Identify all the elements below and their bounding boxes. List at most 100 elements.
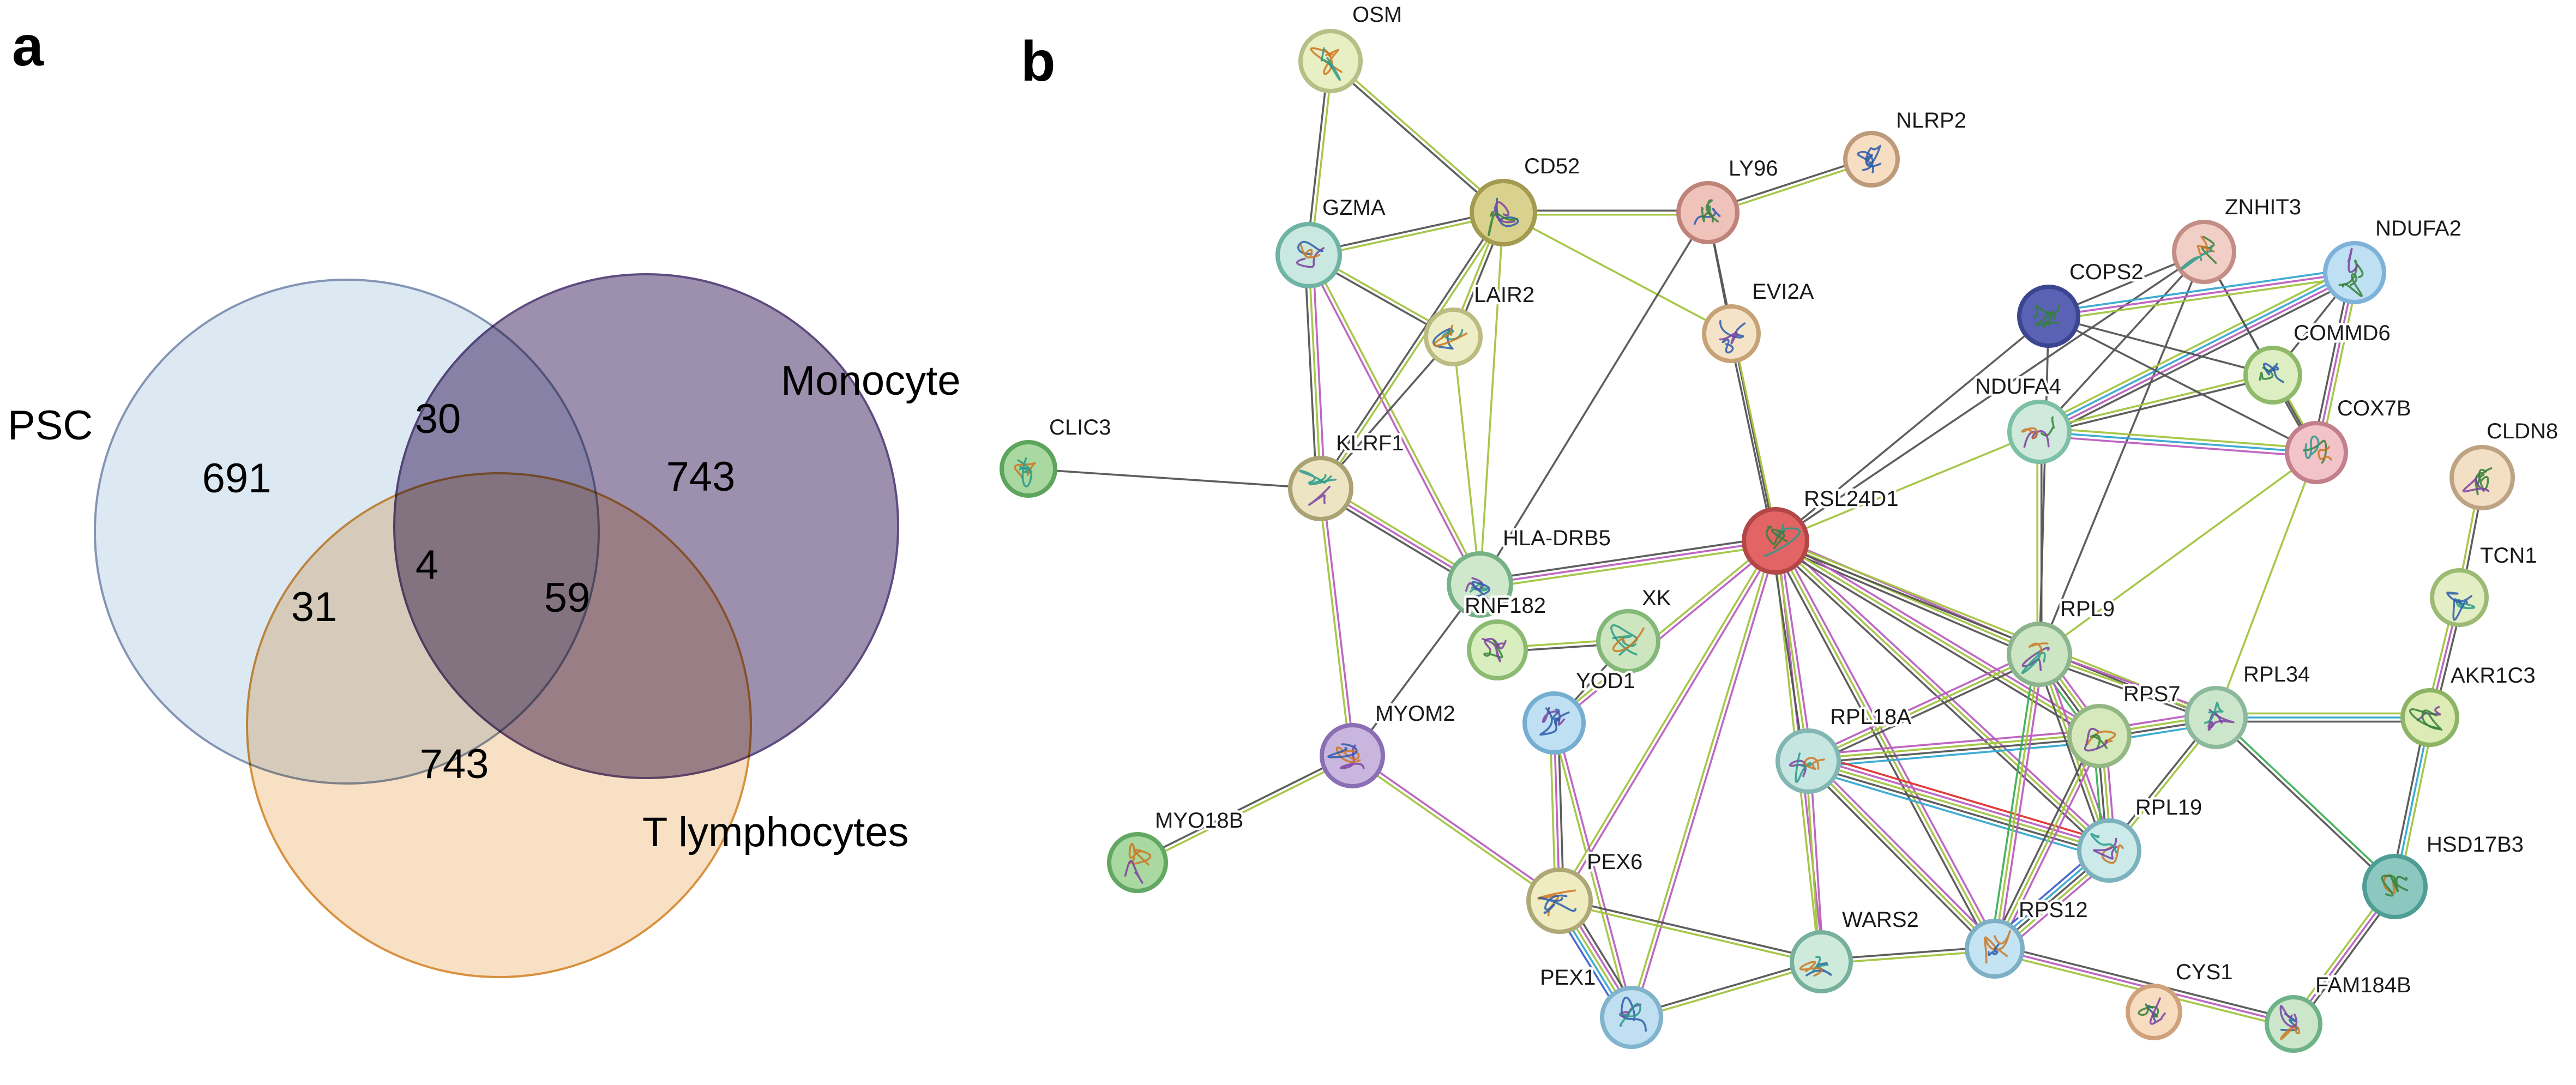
protein-structure-icon bbox=[1705, 199, 1719, 223]
edge-line bbox=[1773, 544, 2039, 659]
edge-line bbox=[2216, 715, 2398, 887]
panel-a-letter: a bbox=[12, 15, 44, 78]
network-edge-NDUFA4-COX7B bbox=[2038, 426, 2318, 458]
network-node-LAIR2 bbox=[1424, 308, 1483, 366]
network-edge-RPL18A-WARS2 bbox=[1805, 760, 1825, 963]
edge-line bbox=[2038, 315, 2050, 655]
protein-structure-icon bbox=[1297, 240, 1323, 255]
edge-line bbox=[1807, 760, 2110, 852]
network-edge-RSL24D1-PEX1 bbox=[1628, 539, 1779, 1019]
edge-line bbox=[1771, 541, 1993, 952]
protein-structure-icon bbox=[2028, 642, 2049, 654]
edge-line bbox=[1628, 539, 1775, 1018]
protein-structure-icon bbox=[2021, 427, 2038, 439]
node-label-COMMD6: COMMD6 bbox=[2294, 321, 2391, 345]
protein-structure-icon bbox=[2138, 1003, 2159, 1018]
protein-structure-icon bbox=[1552, 708, 1560, 725]
protein-structure-icon bbox=[1299, 469, 1332, 484]
node-circle bbox=[2285, 421, 2348, 484]
node-label-PEX6: PEX6 bbox=[1587, 850, 1642, 874]
edge-line bbox=[2038, 251, 2205, 433]
edge-line bbox=[1305, 255, 1479, 587]
network-node-AKR1C3 bbox=[2400, 688, 2459, 747]
network-edge-PEX1-WARS2 bbox=[1630, 959, 1823, 1021]
node-circle bbox=[2449, 445, 2515, 510]
network-edge-GZMA-KLRF1 bbox=[1303, 254, 1326, 490]
network-edge-EVI2A-RSL24D1 bbox=[1728, 332, 1779, 542]
node-label-MYO18B: MYO18B bbox=[1155, 809, 1243, 833]
network-node-RPL34 bbox=[2184, 686, 2248, 749]
edge-line bbox=[1321, 213, 1506, 491]
edge-line bbox=[1810, 757, 1999, 947]
network-edge-RSL24D1-NDUFA4 bbox=[1774, 431, 2041, 542]
edge-line bbox=[2038, 372, 2273, 431]
node-label-NDUFA4: NDUFA4 bbox=[1975, 375, 2061, 399]
edge-line bbox=[1994, 653, 2041, 950]
network-edge-CD52-HLA-DRB5 bbox=[1479, 212, 1504, 586]
network-node-RPL9 bbox=[2007, 622, 2072, 687]
node-label-NDUFA2: NDUFA2 bbox=[2375, 216, 2461, 240]
venn-count-psc-monocyte: 30 bbox=[415, 396, 461, 442]
network-edge-RPS7-RPS12 bbox=[1990, 733, 2104, 952]
edge-line bbox=[1989, 653, 2037, 949]
protein-structure-icon bbox=[1795, 752, 1813, 783]
network-node-KLRF1 bbox=[1288, 456, 1353, 521]
edge-line bbox=[1808, 756, 2111, 848]
network-edge-HLA-DRB5-MYOM2 bbox=[1351, 583, 1481, 757]
edge-line bbox=[1351, 583, 1481, 757]
edge-line bbox=[2038, 451, 2318, 655]
network-edge-RSL24D1-RPS7 bbox=[1772, 536, 2103, 741]
protein-structure-icon bbox=[2304, 435, 2320, 459]
edge-line bbox=[1556, 539, 1775, 901]
node-label-RPL9: RPL9 bbox=[2060, 597, 2115, 621]
protein-structure-icon bbox=[2149, 997, 2166, 1025]
edge-line bbox=[1774, 540, 1996, 950]
node-label-HSD17B3: HSD17B3 bbox=[2427, 833, 2524, 857]
edge-line bbox=[1137, 756, 1355, 866]
protein-structure-icon bbox=[2090, 833, 2117, 853]
network-edge-RPL9-COX7B bbox=[2038, 451, 2318, 655]
edge-line bbox=[1328, 62, 1503, 215]
edge-line bbox=[2048, 315, 2318, 454]
protein-structure-icon bbox=[1484, 637, 1507, 650]
edge-line bbox=[1807, 653, 2041, 762]
edge-line bbox=[1732, 332, 1779, 542]
network-edge-RSL24D1-RPS12 bbox=[1771, 538, 2000, 952]
protein-structure-icon bbox=[1789, 760, 1807, 777]
network-node-RNF182 bbox=[1467, 619, 1528, 680]
network-node-NLRP2 bbox=[1843, 131, 1900, 188]
node-circle bbox=[1424, 308, 1483, 366]
network-node-YOD1 bbox=[1522, 691, 1586, 755]
edge-line bbox=[1774, 431, 2041, 542]
edge-line bbox=[2213, 718, 2395, 889]
protein-structure-icon bbox=[2208, 708, 2235, 728]
network-node-EVI2A bbox=[1702, 304, 1761, 363]
edge-line bbox=[1303, 254, 1318, 490]
protein-structure-icon bbox=[1612, 627, 1645, 653]
network-edge-RSL24D1-YOD1 bbox=[1551, 538, 1778, 726]
protein-structure-icon bbox=[1309, 474, 1337, 486]
protein-structure-icon bbox=[2347, 248, 2358, 273]
protein-structure-icon bbox=[1483, 639, 1503, 659]
network-node-COPS2 bbox=[2017, 285, 2080, 348]
network-edge-LAIR2-HLA-DRB5 bbox=[1452, 336, 1481, 586]
protein-structure-icon bbox=[1299, 244, 1321, 259]
protein-structure-icon bbox=[2318, 445, 2332, 461]
node-label-RPL34: RPL34 bbox=[2243, 662, 2310, 686]
edge-line bbox=[1551, 722, 1631, 1019]
edge-line bbox=[1308, 254, 1322, 490]
protein-structure-icon bbox=[2279, 1005, 2298, 1028]
protein-structure-icon bbox=[2409, 708, 2443, 731]
protein-structure-icon bbox=[2475, 467, 2493, 496]
protein-structure-icon bbox=[2201, 236, 2217, 264]
node-label-CYS1: CYS1 bbox=[2176, 960, 2233, 984]
protein-structure-icon bbox=[2338, 260, 2364, 286]
node-circle bbox=[1470, 179, 1537, 246]
edge-line bbox=[1630, 959, 1822, 1017]
protein-structure-icon bbox=[2021, 652, 2046, 674]
venn-diagram bbox=[94, 273, 899, 978]
protein-structure-icon bbox=[1701, 207, 1714, 223]
network-edge-HLA-DRB5-RSL24D1 bbox=[1478, 535, 1777, 590]
